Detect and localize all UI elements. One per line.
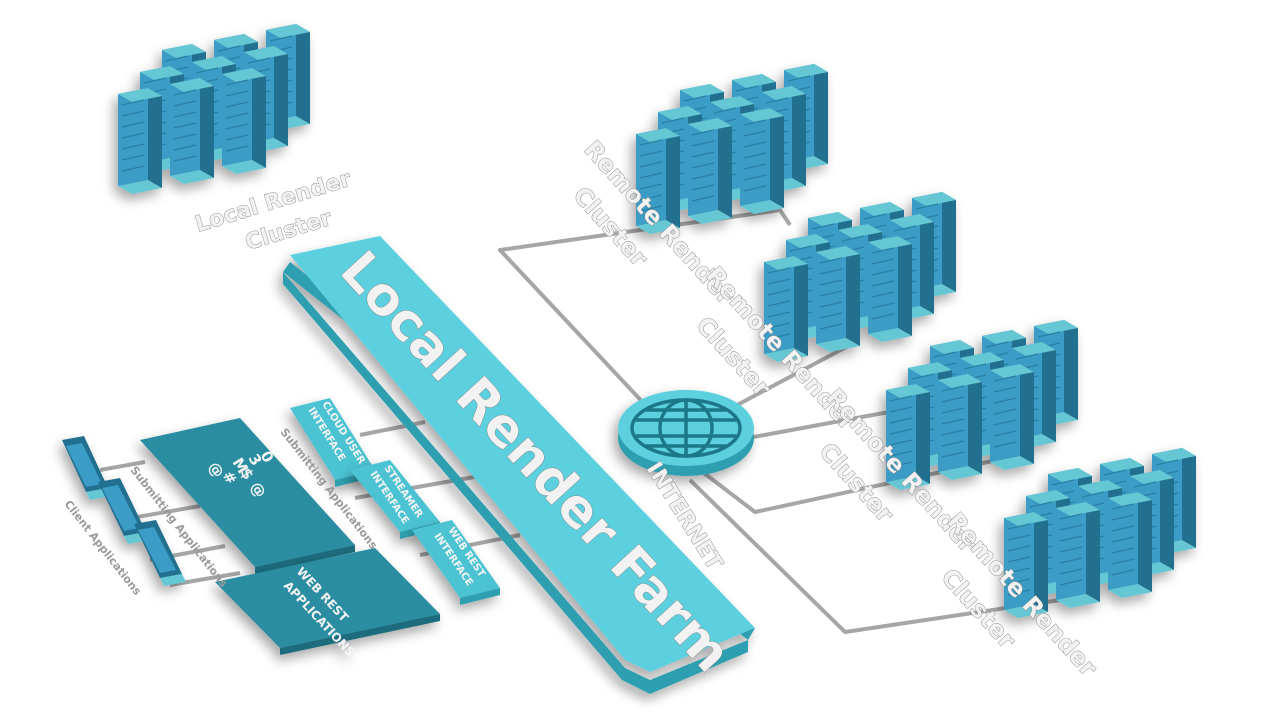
remote-render-cluster-3 bbox=[886, 320, 1078, 490]
remote-cluster-3-server-9 bbox=[990, 364, 1034, 470]
remote-render-cluster-2 bbox=[764, 192, 956, 362]
local-cluster-server-9 bbox=[222, 68, 266, 174]
submitting-applications-panel: M 3 0 @ # $ @ bbox=[140, 418, 355, 574]
remote-render-cluster-4 bbox=[1004, 448, 1196, 618]
remote-cluster-1-server-7 bbox=[636, 128, 680, 234]
local-cluster-server-8 bbox=[170, 78, 214, 184]
remote-cluster-2-server-8 bbox=[816, 246, 860, 352]
remote-render-cluster-1 bbox=[636, 64, 828, 234]
local-render-cluster bbox=[118, 24, 310, 194]
remote-cluster-1-server-9 bbox=[740, 108, 784, 214]
wire-internet-cluster-5 bbox=[688, 478, 1061, 634]
workstation-3 bbox=[134, 520, 186, 586]
remote-cluster-1-server-8 bbox=[688, 118, 732, 224]
wire-internet-cluster-4 bbox=[698, 453, 1021, 514]
web-rest-applications-panel: WEB REST APPLICATIONS bbox=[215, 548, 440, 659]
remote-cluster-3-server-8 bbox=[938, 374, 982, 480]
remote-cluster-2-server-9 bbox=[868, 236, 912, 342]
wire-internet-cluster-1 bbox=[498, 208, 792, 412]
wire-client-4 bbox=[169, 571, 241, 587]
remote-cluster-4-server-9 bbox=[1108, 492, 1152, 598]
client-workstations bbox=[62, 436, 186, 586]
workstation-2 bbox=[98, 478, 150, 544]
remote-cluster-2-server-7 bbox=[764, 256, 808, 362]
local-cluster-label: Local Render Cluster bbox=[192, 166, 354, 256]
remote-cluster-4-server-8 bbox=[1056, 502, 1100, 608]
slab-top bbox=[290, 236, 755, 672]
internet-globe bbox=[618, 390, 754, 476]
globe-icon bbox=[630, 398, 742, 458]
local-cluster-server-7 bbox=[118, 88, 162, 194]
web-rest-interface-tile: WEB REST INTERFACE bbox=[412, 520, 500, 605]
wire-client-1 bbox=[99, 460, 146, 472]
remote-cluster-4-server-7 bbox=[1004, 512, 1048, 618]
remote-cluster-3-server-7 bbox=[886, 384, 930, 490]
